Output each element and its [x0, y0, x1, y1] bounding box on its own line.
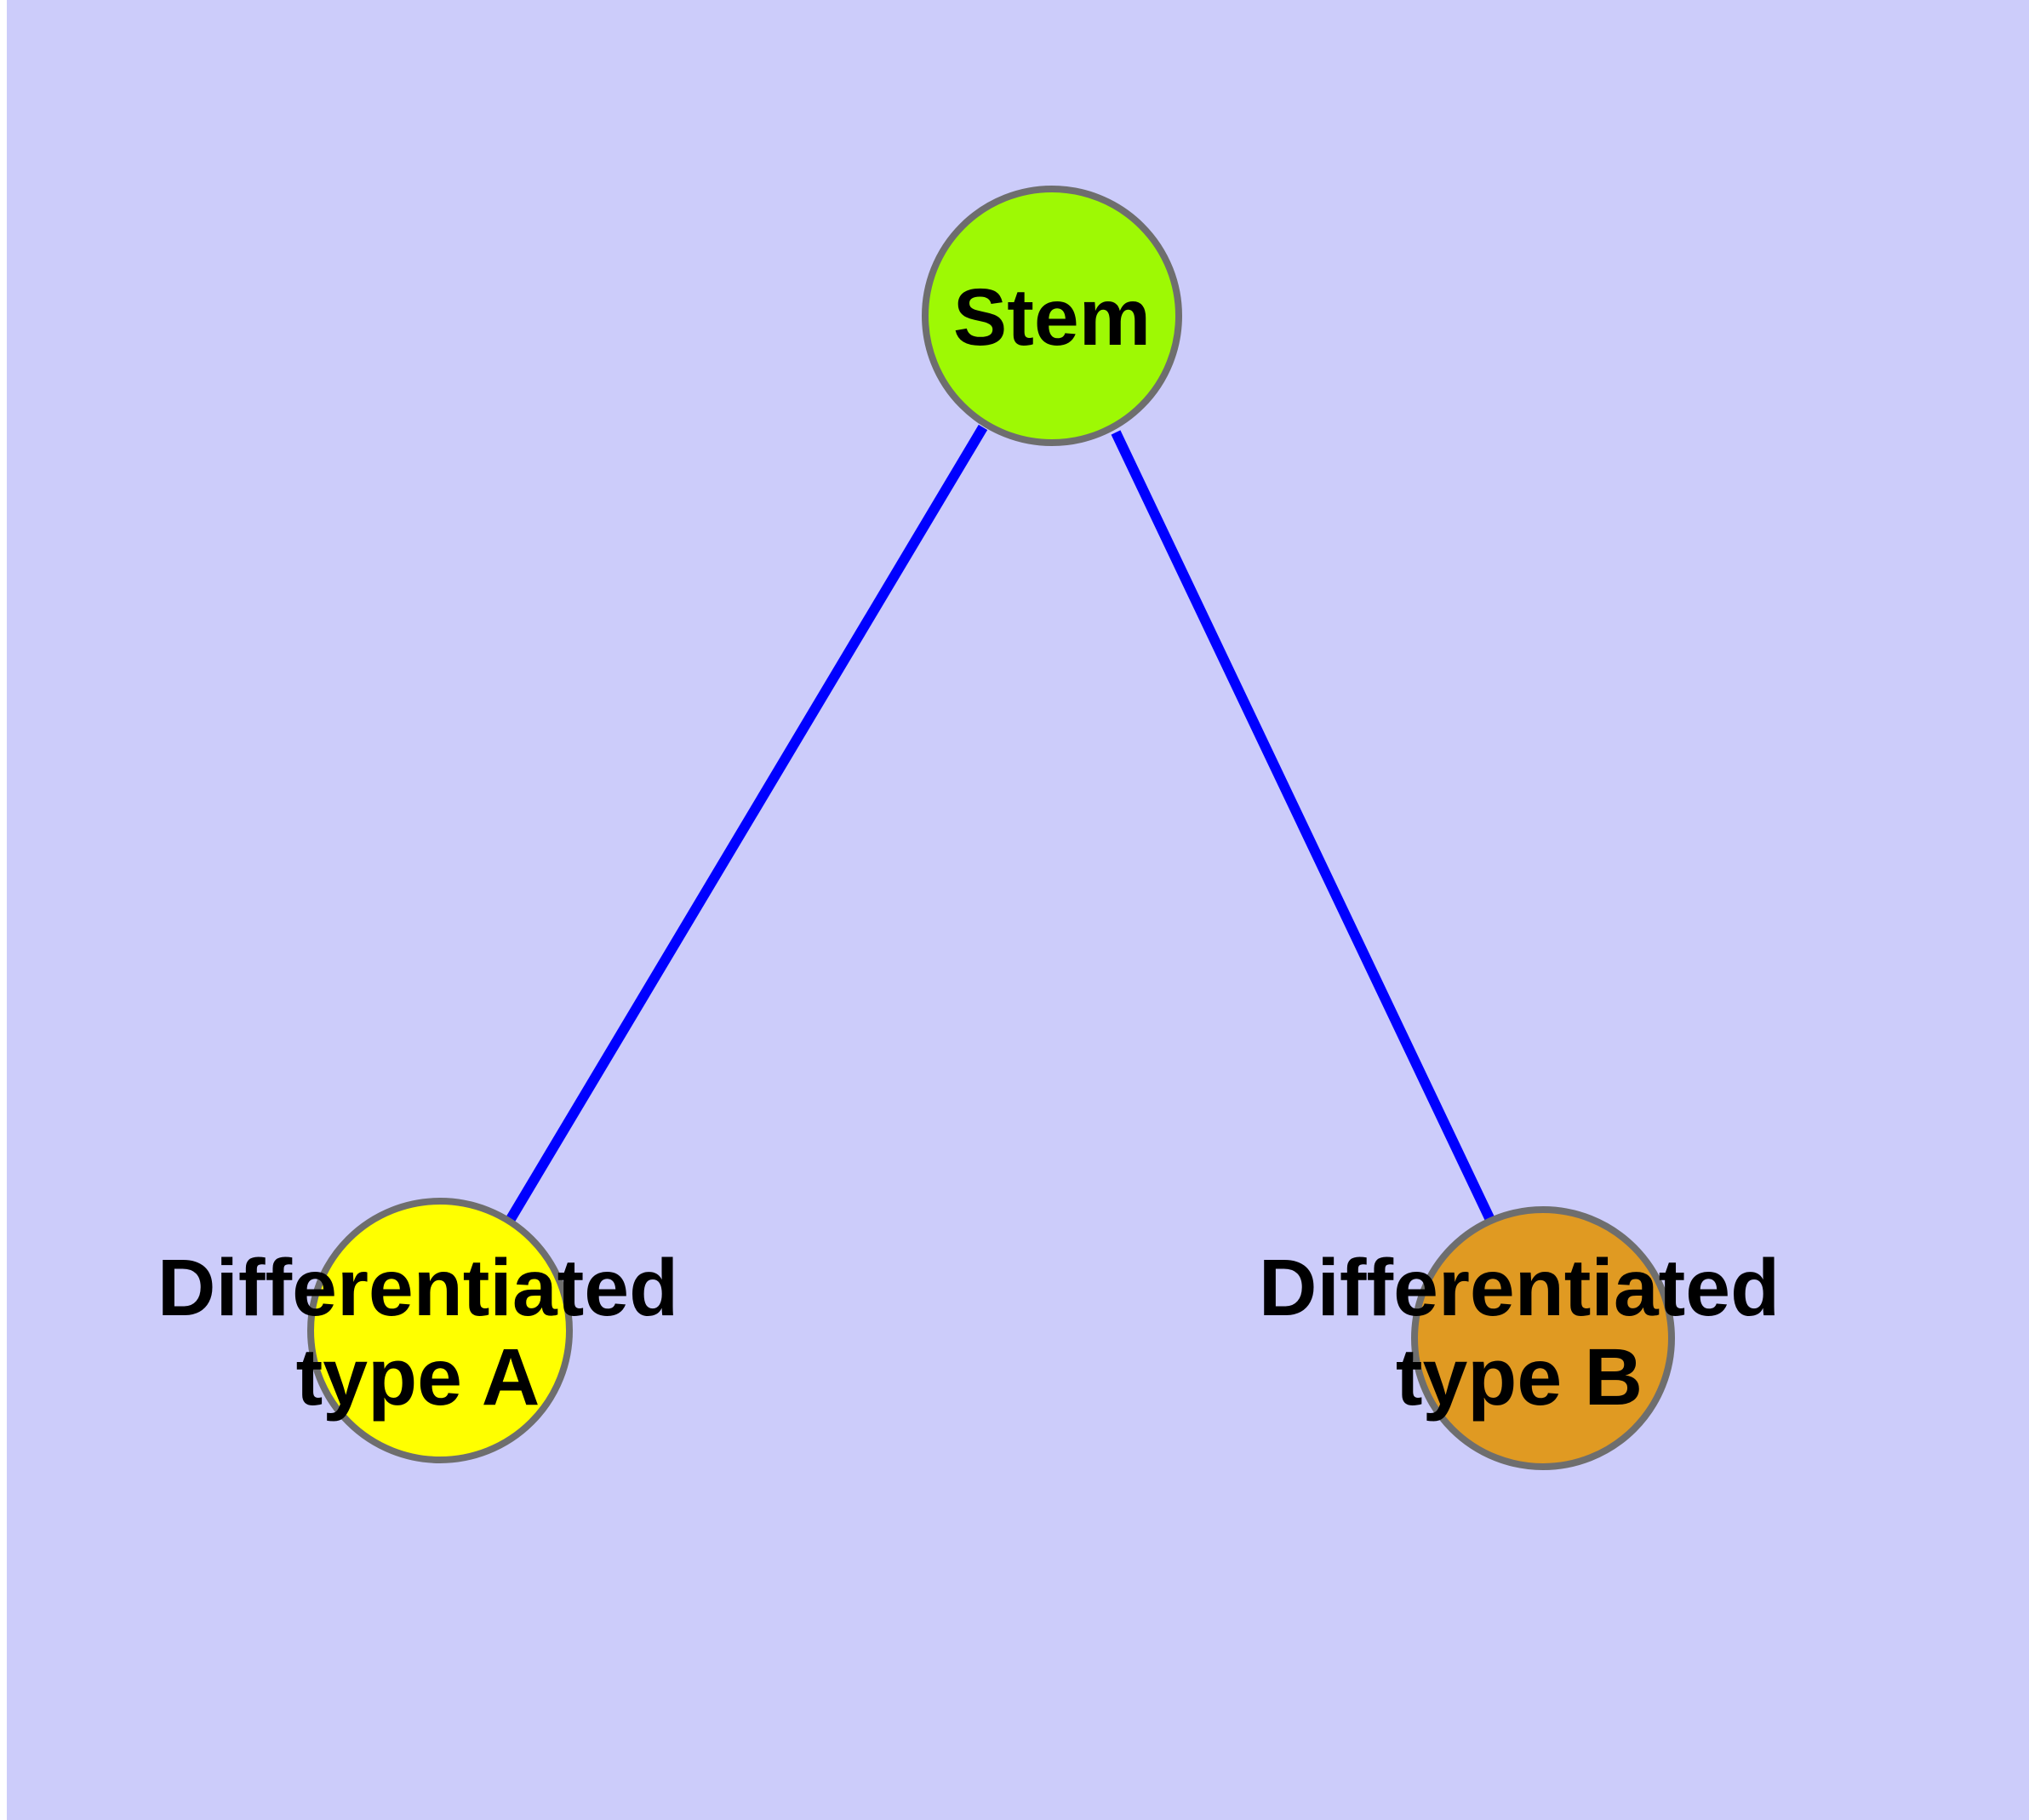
edge-stem-to-type-a[interactable]	[506, 424, 988, 1222]
edge-stem-to-type-b[interactable]	[1111, 430, 1496, 1224]
node-circle-diff-type-a[interactable]	[307, 1198, 573, 1463]
node-circle-stem[interactable]	[922, 186, 1182, 446]
node-label-stem: Stem	[953, 272, 1151, 363]
node-stem[interactable]: Stem	[922, 186, 1182, 446]
edge-layer	[506, 424, 1496, 1224]
node-circle-diff-type-b[interactable]	[1411, 1206, 1675, 1470]
